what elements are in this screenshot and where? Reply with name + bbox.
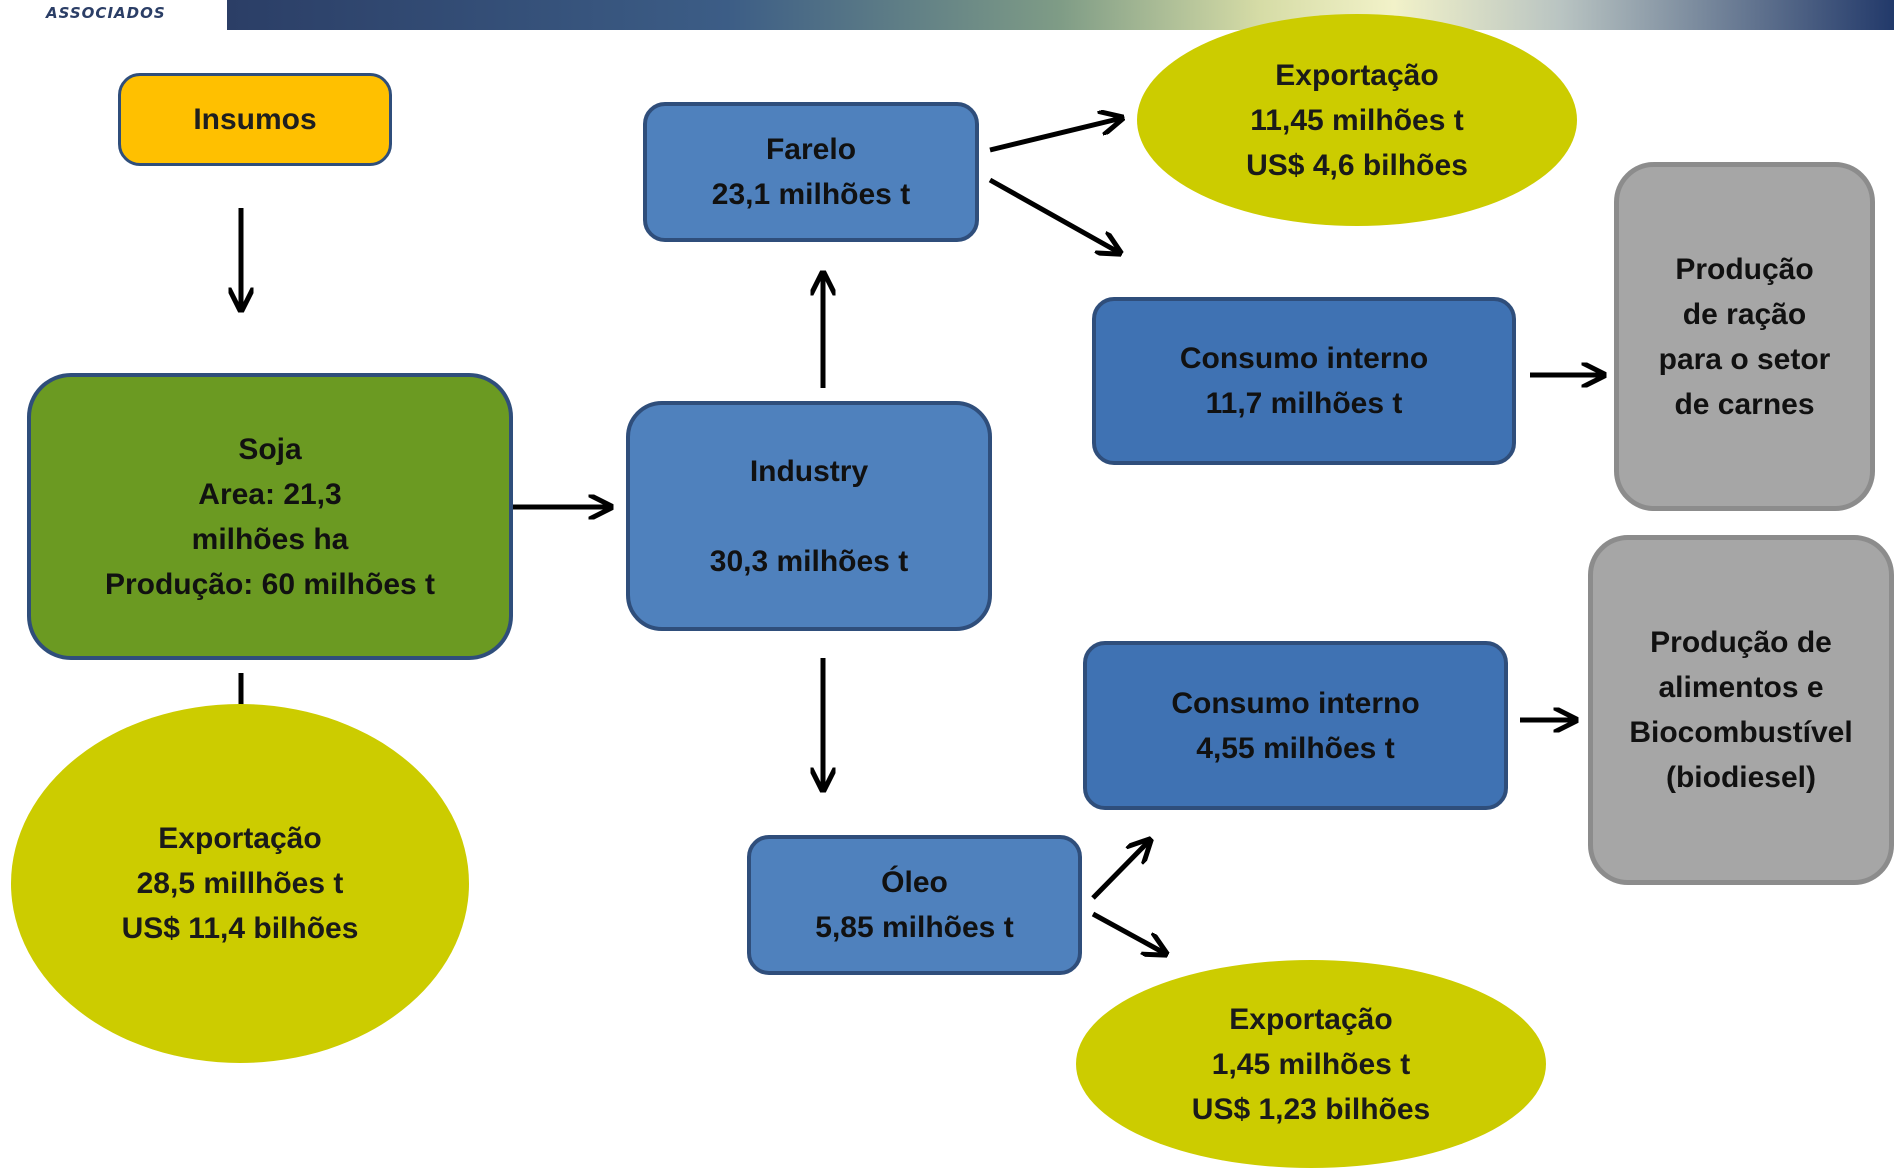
node-farelo: Farelo 23,1 milhões t	[643, 102, 979, 242]
node-racao-line-3: para o setor	[1658, 342, 1831, 376]
node-racao: Produção de ração para o setor de carnes	[1614, 162, 1875, 511]
header-gradient-bar	[227, 0, 1894, 30]
node-alimentos-line-1: Produção de	[1650, 626, 1832, 659]
node-industry-value: 30,3 milhões t	[709, 544, 909, 578]
node-export-oleo-value: US$ 1,23 bilhões	[1191, 1092, 1431, 1126]
node-oleo-value: 5,85 milhões t	[815, 911, 1014, 944]
node-farelo-value: 23,1 milhões t	[711, 178, 911, 211]
node-soja-area: Area: 21,3	[198, 477, 342, 511]
node-alimentos-line-4: (biodiesel)	[1665, 761, 1816, 794]
node-alimentos-line-2: alimentos e	[1658, 671, 1824, 704]
node-soja-title: Soja	[238, 432, 302, 466]
node-consumo-oleo-title: Consumo interno	[1171, 686, 1420, 720]
arrow-oleo-to-consumo	[1091, 840, 1150, 900]
node-export-oleo-volume: 1,45 milhões t	[1211, 1047, 1411, 1081]
node-consumo-oleo-value: 4,55 milhões t	[1196, 731, 1395, 765]
arrow-oleo-to-export	[1091, 911, 1166, 954]
logo: ASSOCIADOS	[46, 4, 166, 22]
node-racao-line-2: de ração	[1682, 297, 1807, 331]
node-export-oleo: Exportação 1,45 milhões t US$ 1,23 bilhõ…	[1076, 960, 1546, 1168]
node-insumos-label: Insumos	[193, 103, 317, 136]
node-export-oleo-title: Exportação	[1229, 1002, 1393, 1036]
node-industry-title: Industry	[749, 454, 869, 488]
node-consumo-oleo: Consumo interno 4,55 milhões t	[1083, 641, 1508, 810]
node-alimentos: Produção de alimentos e Biocombustível (…	[1588, 535, 1894, 885]
arrow-farelo-to-consumo	[988, 177, 1120, 253]
node-soja-producao: Produção: 60 milhões t	[104, 567, 436, 601]
node-alimentos-line-3: Biocombustível	[1629, 716, 1853, 749]
node-racao-line-1: Produção	[1675, 252, 1814, 286]
node-racao-line-4: de carnes	[1674, 387, 1815, 421]
node-export-farelo-volume: 11,45 milhões t	[1250, 103, 1464, 137]
node-consumo-farelo-value: 11,7 milhões t	[1205, 387, 1403, 420]
node-consumo-farelo: Consumo interno 11,7 milhões t	[1092, 297, 1516, 465]
node-export-soja: Exportação 28,5 millhões t US$ 11,4 bilh…	[11, 704, 469, 1063]
node-consumo-farelo-title: Consumo interno	[1179, 342, 1429, 375]
node-export-farelo-value: US$ 4,6 bilhões	[1246, 148, 1468, 182]
node-industry: Industry 30,3 milhões t	[626, 401, 992, 631]
node-export-soja-title: Exportação	[158, 822, 322, 855]
arrow-farelo-to-export	[989, 118, 1122, 153]
node-export-soja-volume: 28,5 millhões t	[136, 867, 344, 900]
node-farelo-title: Farelo	[765, 133, 857, 166]
node-soja-area-unit: milhões ha	[191, 522, 349, 556]
node-soja: Soja Area: 21,3 milhões ha Produção: 60 …	[27, 373, 513, 660]
node-oleo-title: Óleo	[881, 866, 948, 899]
node-export-soja-value: US$ 11,4 bilhões	[121, 912, 359, 945]
node-insumos: Insumos	[118, 73, 392, 166]
node-export-farelo: Exportação 11,45 milhões t US$ 4,6 bilhõ…	[1137, 14, 1577, 226]
node-oleo: Óleo 5,85 milhões t	[747, 835, 1082, 975]
node-export-farelo-title: Exportação	[1275, 58, 1439, 92]
